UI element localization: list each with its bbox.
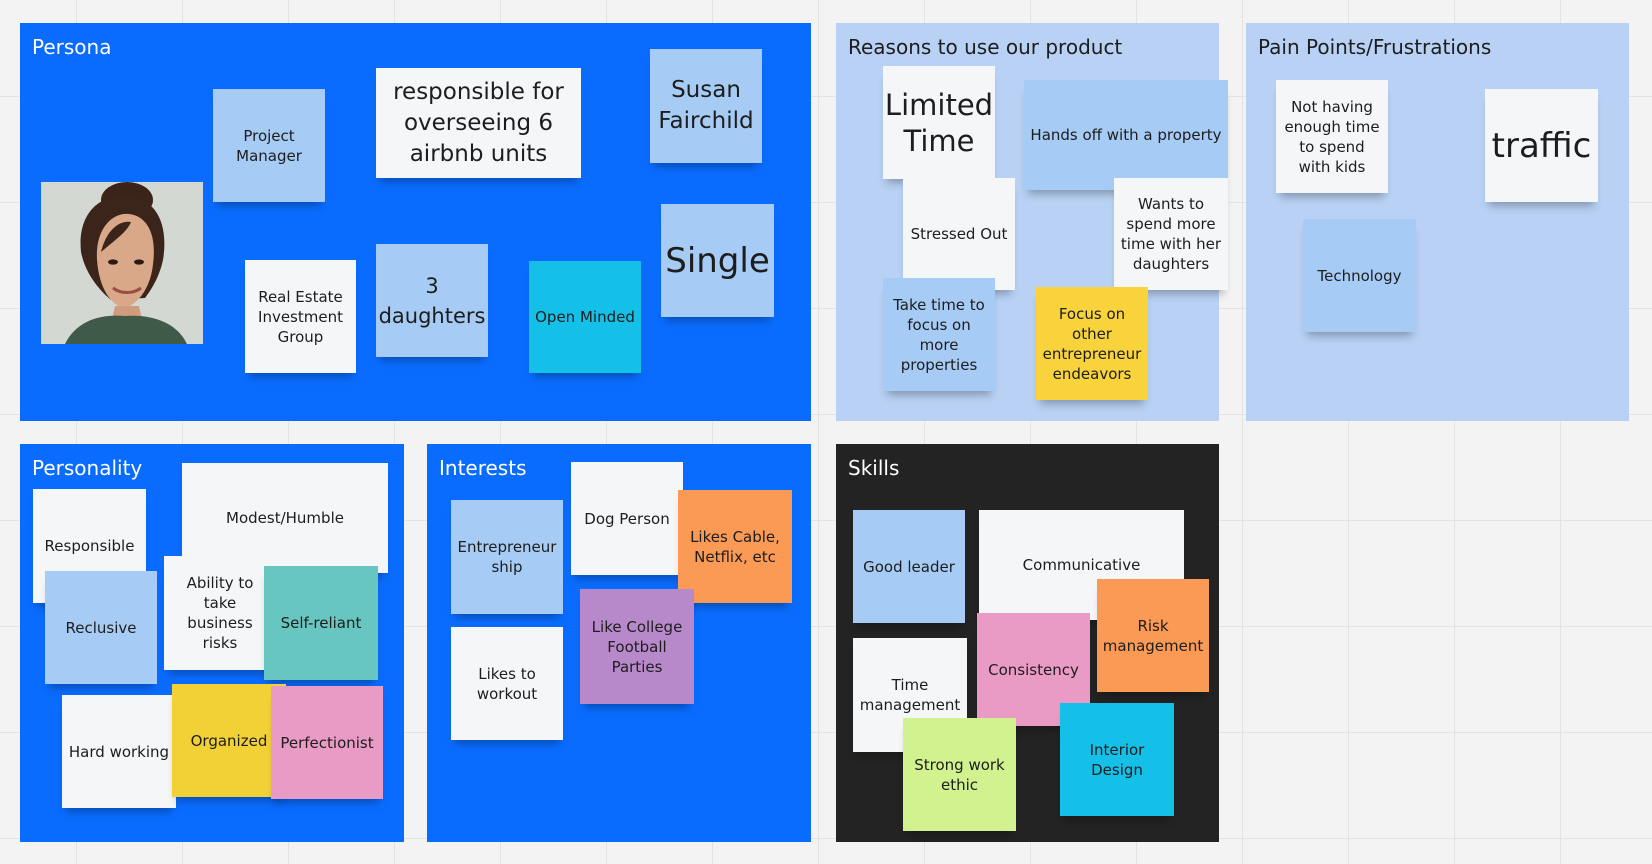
sticky-text: Entrepreneur ship	[457, 538, 557, 576]
sticky-not-enough-time[interactable]: Not having enough time to spend with kid…	[1276, 80, 1388, 193]
sticky-text: 3 daughters	[378, 273, 486, 328]
sticky-dog-person[interactable]: Dog Person	[571, 462, 683, 575]
sticky-text: Hands off with a property	[1030, 126, 1222, 144]
sticky-text: Time management	[859, 676, 961, 714]
sticky-take-time[interactable]: Take time to focus on more properties	[883, 278, 995, 391]
sticky-text: Ability to take business risks	[186, 574, 254, 652]
sticky-workout[interactable]: Likes to workout	[451, 627, 563, 740]
sticky-strong-work-ethic[interactable]: Strong work ethic	[903, 718, 1016, 831]
sticky-interior-design[interactable]: Interior Design	[1060, 703, 1174, 816]
sticky-text: Likes Cable, Netflix, etc	[690, 527, 780, 566]
sticky-self-reliant[interactable]: Self-reliant	[264, 566, 378, 680]
sticky-football[interactable]: Like College Football Parties	[580, 589, 694, 704]
sticky-text: Consistency	[988, 660, 1079, 679]
sticky-text: Limited Time	[884, 87, 994, 158]
sticky-text: Self-reliant	[280, 614, 362, 632]
frame-title: Persona	[32, 35, 112, 59]
sticky-hands-off[interactable]: Hands off with a property	[1024, 80, 1228, 190]
sticky-text: Good leader	[863, 557, 955, 576]
sticky-text: Like College Football Parties	[591, 617, 683, 676]
sticky-text: Dog Person	[584, 509, 670, 528]
sticky-text: Organized	[190, 731, 268, 750]
frame-title: Personality	[32, 456, 143, 480]
sticky-risk-management[interactable]: Risk management	[1097, 579, 1209, 692]
frame-title: Pain Points/Frustrations	[1258, 35, 1492, 59]
sticky-text: Focus on other entrepreneur endeavors	[1042, 304, 1142, 383]
sticky-organized[interactable]: Organized	[172, 684, 286, 797]
sticky-limited-time[interactable]: Limited Time	[883, 66, 995, 179]
sticky-stressed-out[interactable]: Stressed Out	[903, 178, 1015, 290]
frame-title: Skills	[848, 456, 900, 480]
sticky-text: Hard working	[68, 742, 170, 761]
sticky-likes-cable[interactable]: Likes Cable, Netflix, etc	[678, 490, 792, 603]
sticky-text: traffic	[1491, 125, 1592, 166]
sticky-text: responsible for overseeing 6 airbnb unit…	[393, 78, 564, 167]
sticky-single[interactable]: Single	[661, 204, 774, 317]
sticky-text: Strong work ethic	[914, 755, 1005, 794]
frame-title: Reasons to use our product	[848, 35, 1123, 59]
sticky-text: Likes to workout	[476, 664, 538, 703]
sticky-hard-working[interactable]: Hard working	[62, 695, 176, 808]
sticky-text: Real Estate Investment Group	[258, 287, 343, 346]
sticky-open-minded[interactable]: Open Minded	[529, 261, 641, 373]
sticky-text: Responsible	[44, 537, 135, 555]
sticky-text: Susan Fairchild	[658, 77, 754, 134]
sticky-text: Technology	[1317, 266, 1402, 285]
sticky-real-estate[interactable]: Real Estate Investment Group	[245, 260, 356, 373]
sticky-modest[interactable]: Modest/Humble	[182, 463, 388, 573]
sticky-good-leader[interactable]: Good leader	[853, 510, 965, 623]
sticky-text: Single	[665, 240, 770, 281]
sticky-text: Not having enough time to spend with kid…	[1284, 97, 1380, 176]
sticky-name[interactable]: Susan Fairchild	[650, 49, 762, 163]
sticky-focus-other[interactable]: Focus on other entrepreneur endeavors	[1036, 287, 1148, 400]
sticky-text: Risk management	[1102, 616, 1204, 655]
sticky-text: Stressed Out	[910, 225, 1008, 243]
sticky-text: Perfectionist	[280, 733, 374, 752]
frame-title: Interests	[439, 456, 527, 480]
sticky-technology[interactable]: Technology	[1303, 219, 1416, 332]
sticky-text: Communicative	[1022, 556, 1141, 574]
sticky-daughters[interactable]: 3 daughters	[376, 244, 488, 357]
sticky-text: Modest/Humble	[226, 509, 344, 527]
sticky-text: Project Manager	[236, 126, 302, 165]
sticky-perfectionist[interactable]: Perfectionist	[271, 686, 383, 799]
sticky-project-manager[interactable]: Project Manager	[213, 89, 325, 202]
sticky-wants-to-spend[interactable]: Wants to spend more time with her daught…	[1114, 178, 1228, 290]
sticky-reclusive[interactable]: Reclusive	[45, 571, 157, 684]
sticky-text: Interior Design	[1089, 740, 1145, 779]
persona-photo[interactable]	[41, 182, 203, 344]
sticky-entrepreneurship[interactable]: Entrepreneur ship	[451, 500, 563, 614]
sticky-traffic[interactable]: traffic	[1485, 89, 1598, 202]
sticky-text: Wants to spend more time with her daught…	[1120, 195, 1222, 273]
sticky-risks[interactable]: Ability to take business risks	[164, 556, 276, 670]
sticky-text: Reclusive	[65, 618, 137, 637]
sticky-text: Open Minded	[535, 308, 635, 326]
sticky-text: Take time to focus on more properties	[893, 295, 985, 374]
sticky-responsible-units[interactable]: responsible for overseeing 6 airbnb unit…	[376, 68, 581, 178]
